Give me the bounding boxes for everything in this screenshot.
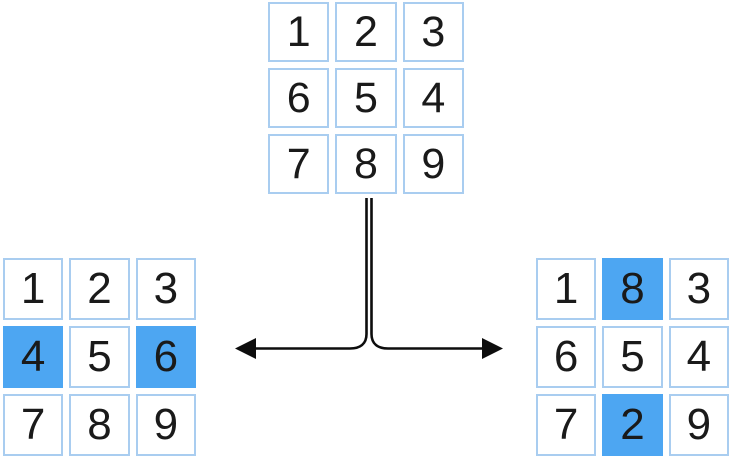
grid-cell: 7 (3, 394, 64, 456)
branching-double-arrow-graphic (235, 198, 503, 359)
grid-cell: 9 (402, 134, 464, 194)
grid-cell: 7 (268, 134, 330, 194)
grid-cell: 7 (536, 394, 597, 456)
child-state-grid-left: 1 2 3 4 5 6 7 8 9 (3, 258, 196, 456)
grid-cell: 4 (668, 326, 729, 388)
grid-cell: 9 (135, 394, 196, 456)
grid-cell: 9 (668, 394, 729, 456)
grid-cell: 1 (536, 258, 597, 320)
grid-cell: 5 (335, 68, 397, 128)
grid-cell-highlighted: 6 (135, 326, 196, 388)
grid-cell-highlighted: 2 (602, 394, 663, 456)
grid-cell: 3 (402, 2, 464, 62)
grid-cell: 3 (135, 258, 196, 320)
grid-cell-highlighted: 4 (3, 326, 64, 388)
grid-cell: 6 (536, 326, 597, 388)
grid-cell: 8 (69, 394, 130, 456)
grid-cell: 1 (3, 258, 64, 320)
grid-cell: 5 (69, 326, 130, 388)
grid-cell-highlighted: 8 (602, 258, 663, 320)
child-state-grid-right: 1 8 3 6 5 4 7 2 9 (536, 258, 729, 456)
grid-cell: 2 (335, 2, 397, 62)
branching-double-arrow (228, 192, 510, 372)
grid-cell: 2 (69, 258, 130, 320)
grid-cell: 3 (668, 258, 729, 320)
grid-cell: 4 (402, 68, 464, 128)
grid-cell: 5 (602, 326, 663, 388)
grid-cell: 1 (268, 2, 330, 62)
grid-cell: 6 (268, 68, 330, 128)
grid-cell: 8 (335, 134, 397, 194)
parent-state-grid: 1 2 3 6 5 4 7 8 9 (268, 2, 464, 194)
